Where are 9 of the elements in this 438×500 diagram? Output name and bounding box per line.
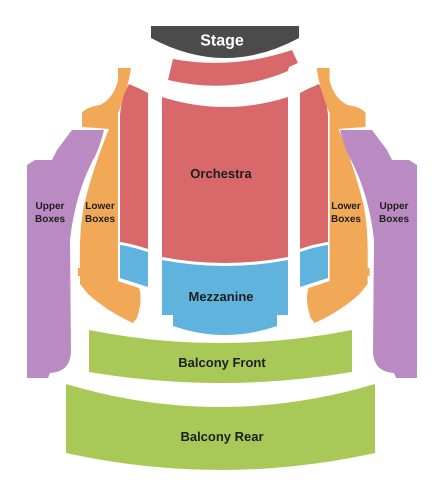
section-label: Orchestra xyxy=(190,166,252,182)
section-label: Mezzanine xyxy=(188,289,254,305)
section-label: Upper Boxes xyxy=(35,200,65,226)
section-label: Lower Boxes xyxy=(330,200,361,226)
section-label: Balcony Front xyxy=(178,355,266,371)
stage-label: Stage xyxy=(200,32,244,50)
section-label: Balcony Rear xyxy=(180,429,264,445)
section-label: Upper Boxes xyxy=(379,200,409,226)
section-label: Lower Boxes xyxy=(85,200,115,226)
